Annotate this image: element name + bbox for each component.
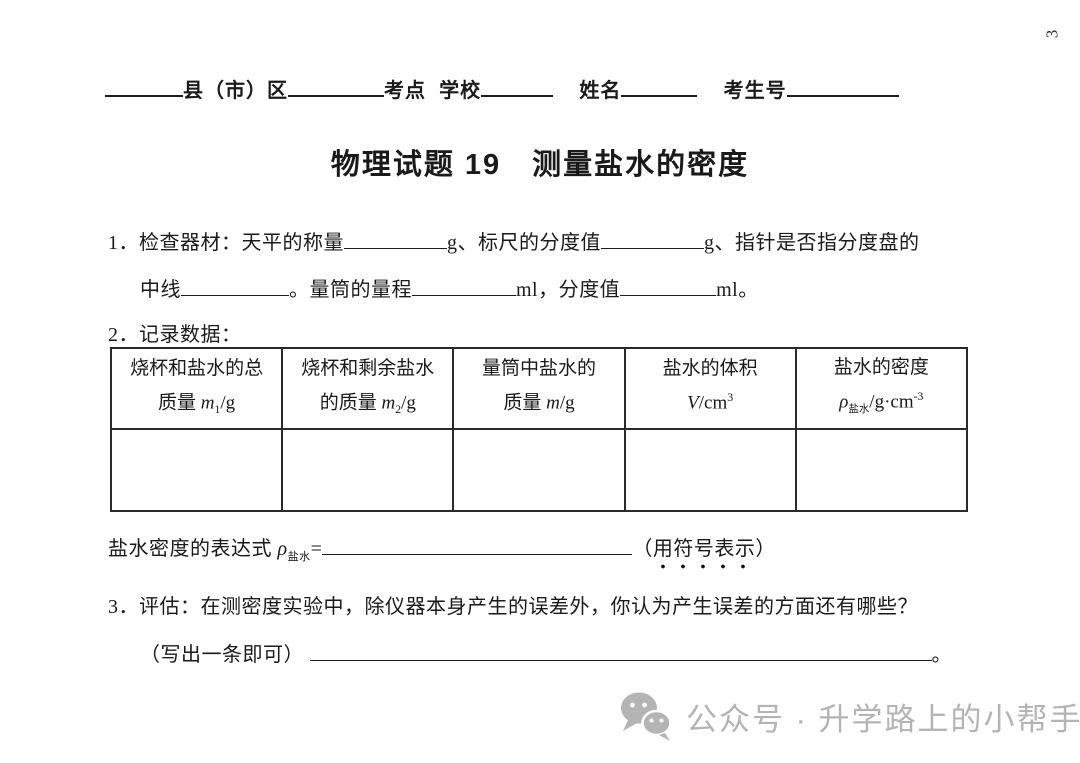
table-row xyxy=(109,428,969,513)
q1-text2: g、标尺的分度值 xyxy=(447,232,601,254)
table-cell xyxy=(452,428,626,513)
header-cell-remaining-mass: 烧杯和剩余盐水 的质量 m2/g xyxy=(281,346,455,431)
rho-symbol: ρ xyxy=(277,538,288,560)
q1-text5: 。量筒的量程 xyxy=(289,279,412,301)
label-candidate: 考生号 xyxy=(723,80,787,102)
blank-scale-division xyxy=(601,228,704,249)
q1-text6: ml，分度值 xyxy=(516,279,621,301)
header-line1: 盐水的密度 xyxy=(833,357,929,378)
label-site: 考点 xyxy=(384,80,426,102)
header-line1: 烧杯和盐水的总 xyxy=(130,357,264,379)
blank-cylinder-range xyxy=(412,275,516,296)
header-cell-total-mass: 烧杯和盐水的总 质量 m1/g xyxy=(109,346,284,431)
header-cell-volume: 盐水的体积 V/cm3 xyxy=(623,346,797,431)
blank-name xyxy=(621,76,698,97)
q1-text7: ml。 xyxy=(716,279,759,301)
header-line2: 的质量 m2/g xyxy=(319,391,416,416)
question3-line1: 3．评估：在测密度实验中，除仪器本身产生的误差外，你认为产生误差的方面还有哪些？ xyxy=(108,596,918,618)
table-cell xyxy=(794,428,969,513)
q1-text1: 1．检查器材：天平的称量 xyxy=(108,232,344,254)
paren-open: （ xyxy=(632,538,653,560)
equals-sign: = xyxy=(310,538,323,560)
label-name: 姓名 xyxy=(579,80,622,102)
header-line2: 质量 m/g xyxy=(503,391,575,413)
emphasized-note: 用符号表示 xyxy=(652,538,756,569)
blank-site xyxy=(288,76,384,97)
header-line2: 质量 m1/g xyxy=(158,391,236,416)
header-line1: 量筒中盐水的 xyxy=(481,357,596,379)
label-school: 学校 xyxy=(439,80,482,102)
label-county: 县（市）区 xyxy=(183,80,288,102)
table-cell xyxy=(109,428,284,513)
blank-county xyxy=(105,76,183,97)
table-cell xyxy=(623,428,797,513)
question2-label: 2．记录数据： xyxy=(108,324,242,346)
watermark: 公众号 · 升学路上的小帮手 xyxy=(618,690,1080,742)
rho-subscript: 盐水 xyxy=(287,551,311,563)
header-line2: ρ盐水/g·cm-3 xyxy=(839,390,924,416)
header-cell-density: 盐水的密度 ρ盐水/g·cm-3 xyxy=(794,346,969,431)
blank-weighing-capacity xyxy=(344,228,447,249)
blank-evaluation-answer xyxy=(309,640,932,661)
q1-text3: g、指针是否指分度盘的 xyxy=(704,232,920,254)
table-head: 烧杯和盐水的总 质量 m1/g 烧杯和剩余盐水 的质量 m2/g 量筒中盐水的 … xyxy=(109,346,969,431)
question3-line2: （写出一条即可） 。 xyxy=(140,638,952,667)
paren-close: ） xyxy=(755,538,776,560)
blank-school xyxy=(481,76,554,97)
q1-text4: 中线 xyxy=(140,279,181,301)
page-number: 3 xyxy=(1042,29,1062,39)
table-cell xyxy=(281,428,455,513)
blank-expression xyxy=(322,534,633,555)
expr-prefix: 盐水密度的表达式 xyxy=(108,538,278,560)
question1-line1: 1．检查器材：天平的称量 g、标尺的分度值 g、指针是否指分度盘的 xyxy=(108,226,920,255)
watermark-text: 公众号 · 升学路上的小帮手 xyxy=(686,701,1080,737)
blank-candidate xyxy=(786,76,899,97)
density-expression-line: 盐水密度的表达式 ρ盐水= （用符号表示） xyxy=(108,532,776,569)
question1-line2: 中线 。量筒的量程 ml，分度值 ml。 xyxy=(140,273,759,302)
table-header-row: 烧杯和盐水的总 质量 m1/g 烧杯和剩余盐水 的质量 m2/g 量筒中盐水的 … xyxy=(109,346,969,431)
table-body xyxy=(109,428,969,513)
data-table: 烧杯和盐水的总 质量 m1/g 烧杯和剩余盐水 的质量 m2/g 量筒中盐水的 … xyxy=(109,346,969,513)
header-line1: 烧杯和剩余盐水 xyxy=(301,357,435,379)
wechat-icon xyxy=(621,692,672,741)
header-cell-cylinder-mass: 量筒中盐水的 质量 m/g xyxy=(452,346,626,431)
blank-centerline xyxy=(181,275,289,296)
blank-cylinder-division xyxy=(620,275,717,296)
header-line1: 盐水的体积 xyxy=(662,357,758,379)
exam-header-line: 县（市）区 考点 学校 姓名 考生号 xyxy=(105,74,969,103)
page-title: 物理试题 19 测量盐水的密度 xyxy=(330,149,750,181)
q3-note: （写出一条即可） xyxy=(140,644,304,666)
q3-period: 。 xyxy=(931,644,952,666)
header-line2: V/cm3 xyxy=(687,390,734,413)
